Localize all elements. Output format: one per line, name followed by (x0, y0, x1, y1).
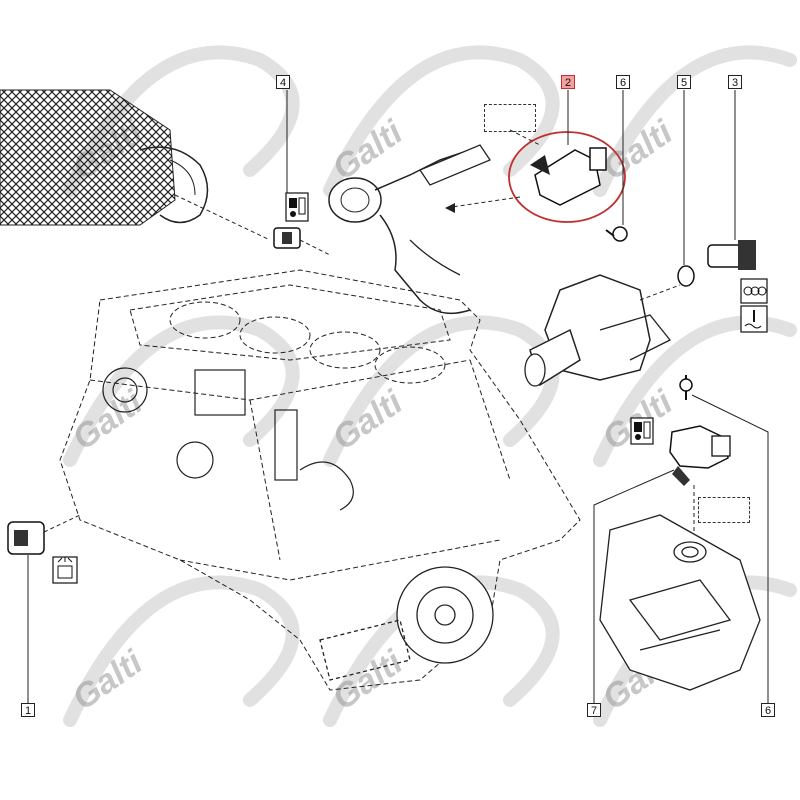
cylinder-bores (169, 301, 446, 384)
callout-part-6-top[interactable]: 6 (616, 75, 630, 89)
sensor-symbol-icon (630, 417, 654, 445)
empty-label-box (698, 497, 750, 523)
knock-sensor-icon (52, 556, 78, 584)
knock-sensor-part-1 (7, 514, 81, 703)
sensor-part-2-drawing (444, 90, 626, 223)
pressure-sensor-icon (285, 192, 309, 222)
thermostat-housing-drawing (524, 274, 681, 387)
callout-part-6-bottom[interactable]: 6 (761, 703, 775, 717)
callout-part-2[interactable]: 2 (561, 75, 575, 89)
intake-manifold-drawing (0, 89, 209, 226)
callout-part-5[interactable]: 5 (677, 75, 691, 89)
callout-part-1[interactable]: 1 (21, 703, 35, 717)
throttle-body-drawing (174, 144, 491, 315)
bolt-part-6-top (605, 90, 628, 242)
pressure-sensor-part-7 (593, 375, 769, 703)
crank-pulley-drawing (319, 566, 494, 681)
callout-part-3[interactable]: 3 (728, 75, 742, 89)
empty-label-box (484, 104, 536, 132)
intake-module-drawing (599, 514, 761, 691)
map-sensor-part-4 (273, 90, 301, 249)
block-details (102, 367, 354, 511)
callout-part-7[interactable]: 7 (587, 703, 601, 717)
temperature-sensor-part-3 (677, 90, 756, 287)
temperature-gauge-icon (740, 278, 768, 304)
callout-part-4[interactable]: 4 (276, 75, 290, 89)
coolant-level-icon (740, 305, 768, 333)
